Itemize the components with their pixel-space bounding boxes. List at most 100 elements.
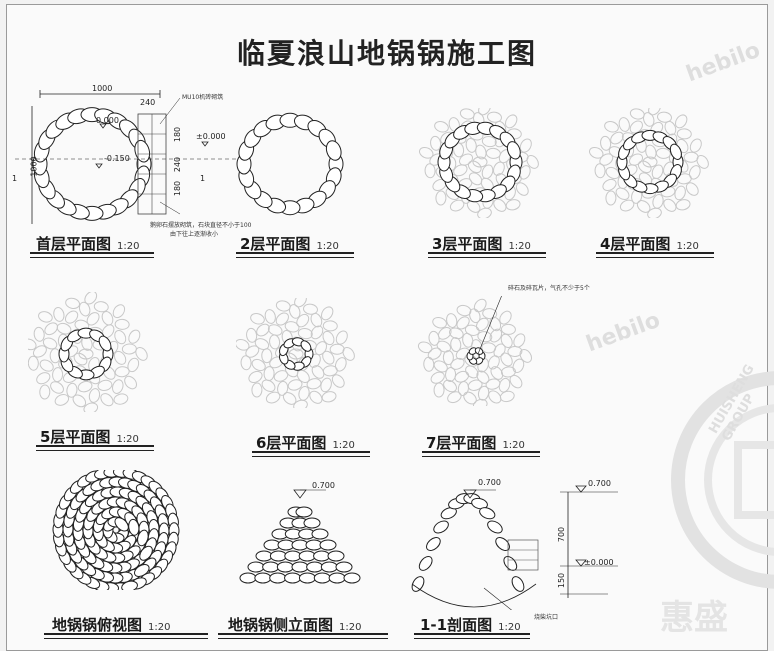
- dim-height: 1000: [29, 156, 39, 177]
- stone: [112, 304, 126, 319]
- stone: [313, 572, 331, 584]
- stone: [275, 312, 289, 326]
- stone: [247, 561, 265, 573]
- stone: [605, 190, 617, 206]
- stone: [114, 318, 130, 330]
- stone: [277, 380, 289, 396]
- stone: [450, 357, 465, 370]
- stone: [294, 298, 307, 308]
- stone: [275, 300, 291, 312]
- stone: [504, 114, 518, 129]
- stone: [328, 572, 346, 584]
- plan-level-4: [588, 108, 718, 218]
- stone: [604, 121, 619, 133]
- plan-level-2-drawing: [236, 112, 344, 216]
- stone: [264, 309, 276, 324]
- stone: [469, 308, 481, 324]
- stone: [685, 182, 699, 196]
- stone: [443, 379, 457, 393]
- stone: [52, 367, 64, 383]
- level-dimension-column: [560, 485, 618, 598]
- stone: [594, 163, 606, 179]
- stone: [471, 497, 488, 510]
- stone: [629, 108, 645, 120]
- stone: [343, 572, 361, 584]
- stone: [36, 372, 51, 385]
- stone: [487, 520, 503, 534]
- stone: [288, 348, 304, 360]
- caption-rule: [414, 633, 530, 639]
- stone: [255, 550, 273, 562]
- stone-ring: [417, 298, 533, 406]
- stone: [261, 379, 276, 393]
- stone: [519, 348, 533, 363]
- stone: [602, 178, 617, 191]
- stone: [457, 381, 469, 396]
- stone: [615, 187, 630, 201]
- stone: [411, 576, 425, 592]
- stone: [322, 330, 335, 346]
- stone: [72, 394, 87, 408]
- stone: [334, 357, 347, 372]
- stone: [423, 356, 435, 372]
- stone: [320, 377, 332, 393]
- stone: [250, 313, 265, 325]
- stone: [478, 108, 491, 116]
- stone: [269, 550, 287, 562]
- dim-side1: 240: [140, 98, 156, 107]
- level-low: -0.150: [104, 154, 130, 163]
- stone: [436, 340, 451, 353]
- stone: [39, 384, 51, 400]
- stone: [306, 561, 324, 573]
- stone: [453, 164, 468, 177]
- stone: [447, 391, 462, 404]
- stone: [463, 391, 477, 405]
- side-elevation-drawing: [239, 489, 361, 584]
- stone: [427, 347, 442, 360]
- stone: [314, 341, 328, 356]
- stone: [482, 308, 498, 320]
- dim-side3: 240: [173, 156, 183, 173]
- stone: [93, 301, 109, 313]
- stone: [291, 561, 309, 573]
- stone: [28, 355, 39, 371]
- stone: [637, 160, 652, 174]
- stone: [113, 350, 127, 365]
- stone: [137, 529, 149, 547]
- stone: [610, 131, 624, 145]
- stone: [674, 185, 686, 201]
- stone: [320, 306, 334, 321]
- stone: [66, 382, 78, 398]
- stone-dome: [52, 470, 180, 590]
- stone: [489, 328, 503, 343]
- stone: [265, 391, 281, 404]
- stone: [293, 399, 308, 408]
- stone: [599, 153, 614, 166]
- stone: [64, 310, 79, 324]
- stone: [298, 550, 316, 562]
- stone: [121, 580, 138, 590]
- stone: [499, 310, 512, 325]
- stone: [254, 338, 270, 350]
- stone: [487, 111, 502, 123]
- stone: [298, 572, 316, 584]
- stone: [127, 357, 140, 373]
- stone: [433, 382, 445, 398]
- watermark-seal-icon: [671, 371, 774, 589]
- stone: [445, 367, 457, 383]
- stone: [54, 394, 70, 406]
- stone: [236, 338, 250, 351]
- stone: [589, 146, 604, 159]
- stone: [676, 128, 692, 140]
- stone: [295, 506, 313, 518]
- plan-level-3: [418, 108, 548, 218]
- stone: [663, 198, 677, 212]
- stone: [267, 324, 283, 336]
- stone: [310, 325, 324, 340]
- stone: [311, 528, 329, 540]
- stone: [313, 550, 331, 562]
- stone: [487, 355, 500, 370]
